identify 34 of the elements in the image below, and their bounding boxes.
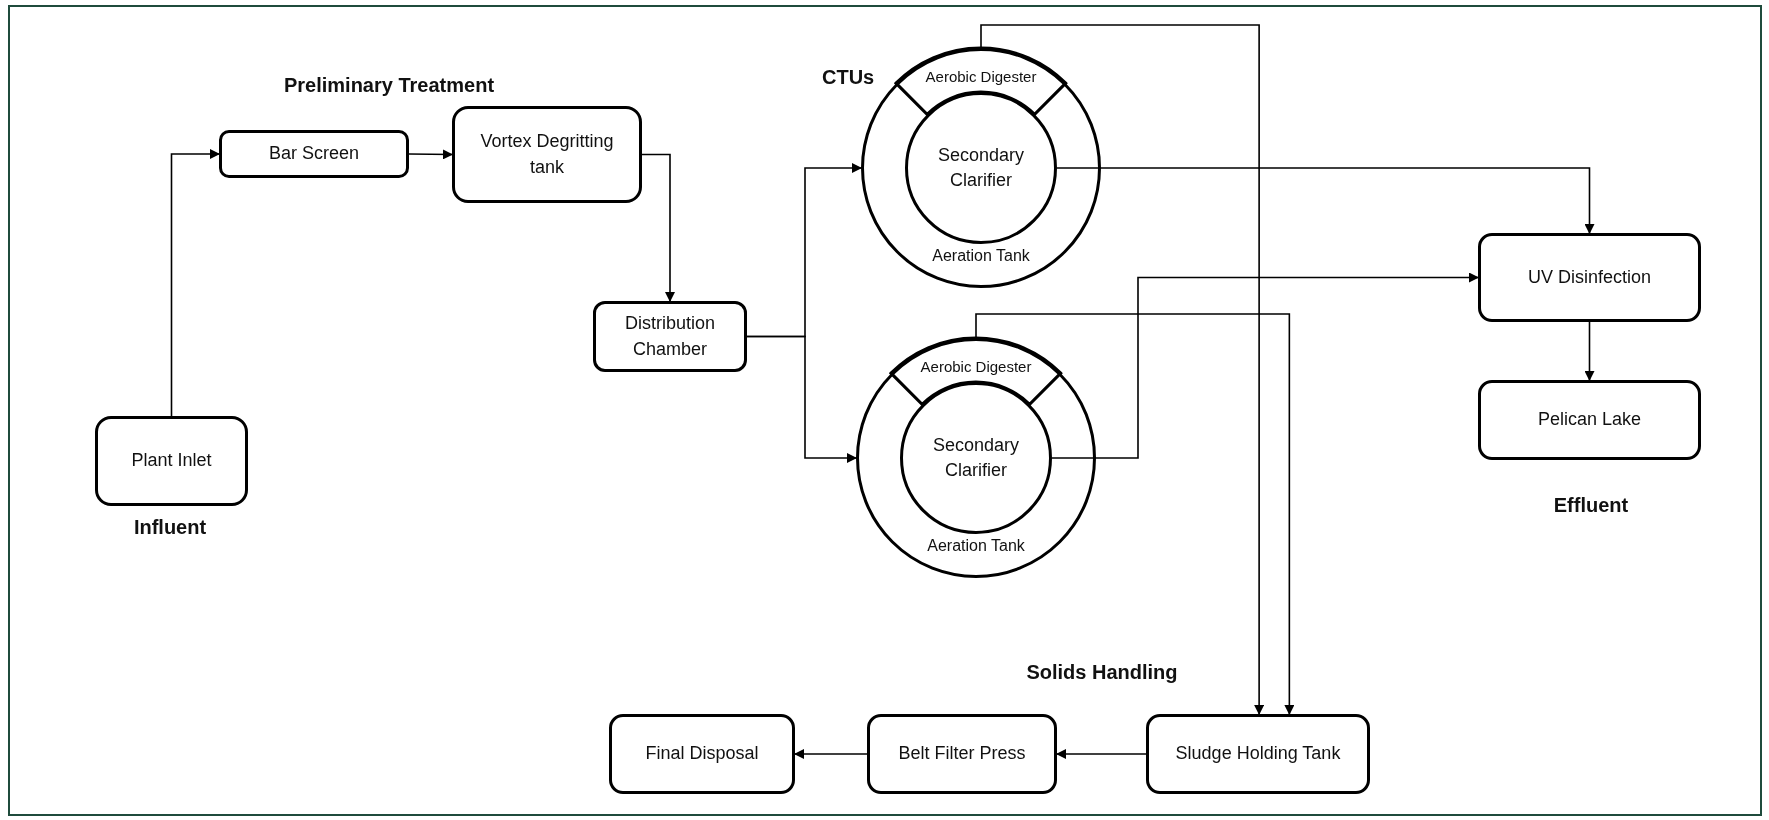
flow-arrow: [746, 335, 857, 463]
process-box: Plant Inlet: [95, 416, 248, 506]
clarifier-circle: Secondary Clarifier: [900, 382, 1052, 534]
section-heading: Influent: [133, 515, 207, 539]
process-box: Distribution Chamber: [593, 301, 747, 372]
process-box: Belt Filter Press: [867, 714, 1057, 794]
process-box: Sludge Holding Tank: [1146, 714, 1370, 794]
process-box: UV Disinfection: [1478, 233, 1701, 322]
sector-label: Aerobic Digester: [919, 358, 1033, 375]
flow-arrow: [1056, 749, 1147, 759]
flow-arrow: [641, 153, 675, 302]
flow-arrow: [170, 149, 220, 417]
flow-arrow: [794, 749, 868, 759]
section-heading: Effluent: [1553, 493, 1629, 517]
flow-arrow: [1056, 167, 1595, 234]
section-heading: Solids Handling: [1026, 660, 1178, 684]
flow-arrow: [1584, 321, 1595, 381]
process-box: Bar Screen: [219, 130, 409, 178]
clarifier-circle: Secondary Clarifier: [905, 92, 1057, 244]
tank-label: Aeration Tank: [927, 537, 1025, 555]
flow-arrow: [1051, 272, 1479, 459]
process-box: Final Disposal: [609, 714, 795, 794]
process-box: Pelican Lake: [1478, 380, 1701, 460]
tank-circle: [856, 338, 1096, 578]
section-heading: CTUs: [822, 65, 875, 89]
digester-sector: [891, 338, 1061, 405]
flow-arrow: [975, 313, 1295, 715]
process-box: Vortex Degritting tank: [452, 106, 642, 203]
flow-arrow: [408, 149, 453, 160]
sector-label: Aerobic Digester: [924, 68, 1038, 85]
flow-arrow: [980, 24, 1265, 715]
digester-sector: [896, 48, 1066, 115]
section-heading: Preliminary Treatment: [283, 73, 495, 97]
tank-label: Aeration Tank: [932, 247, 1030, 265]
